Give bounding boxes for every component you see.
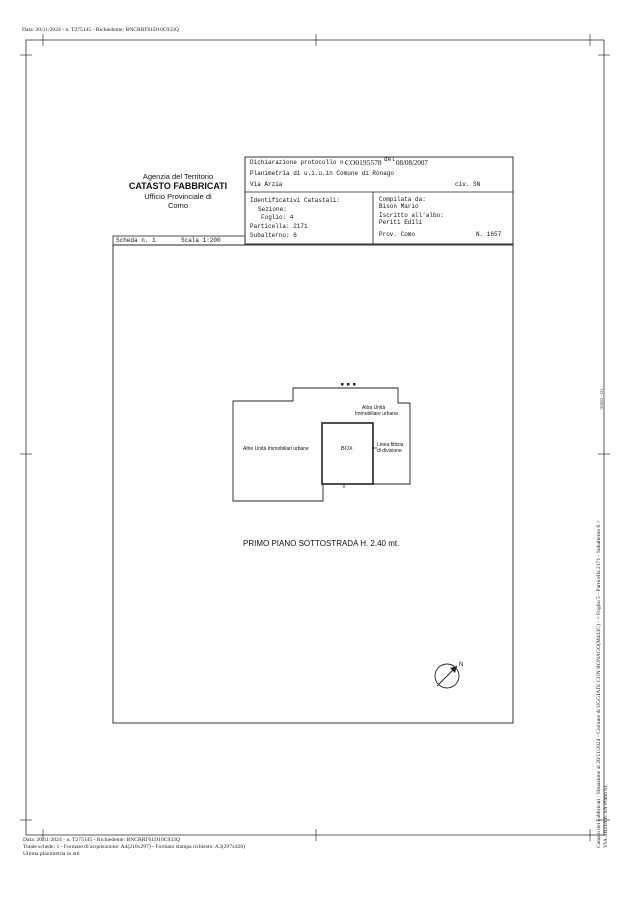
compilata-label: Compilata da: bbox=[379, 196, 426, 203]
side-stamp: 1630/01 - CO bbox=[600, 389, 604, 410]
label-division-line-2: di divisione bbox=[377, 448, 402, 454]
agency-block: Agenzia del Territorio CATASTO FABBRICAT… bbox=[118, 172, 238, 210]
top-meta-text: Data: 20/11/2024 - n. T275145 - Richiede… bbox=[22, 27, 179, 33]
date-label: del bbox=[384, 156, 395, 163]
label-box: BOX bbox=[341, 446, 353, 452]
agency-catasto: CATASTO FABBRICATI bbox=[128, 181, 228, 191]
agency-name: Agenzia del Territorio bbox=[142, 172, 214, 181]
iscritto-value: Periti Edili bbox=[379, 219, 423, 226]
iscritto-label: Iscritto all'albo: bbox=[379, 212, 444, 219]
foglio: Foglio: 4 bbox=[261, 214, 294, 221]
label-division-line-1: Linea fittizia bbox=[377, 442, 404, 448]
protocol-number: CO0195578 bbox=[345, 158, 382, 167]
scale: Scala 1:200 bbox=[181, 237, 221, 244]
plan-outline bbox=[232, 387, 411, 502]
civic-number: civ. SN bbox=[455, 181, 481, 188]
sezione: Sezione: bbox=[258, 206, 287, 213]
label-other-units-top-1: Altra Unità bbox=[362, 405, 386, 411]
particella: Particella: 2171 bbox=[250, 223, 308, 230]
address: Via Arzia bbox=[250, 181, 283, 188]
footer-line-3: Ultima planimetria in atti bbox=[23, 851, 80, 857]
planimetry-label: Planimetria di u.i.u.in Comune di Ronago bbox=[250, 170, 395, 177]
side-vertical-text-1: Catasto dei Fabbricati - Situazione al 2… bbox=[596, 520, 602, 848]
floor-caption: PRIMO PIANO SOTTOSTRADA H. 2.40 mt. bbox=[243, 539, 400, 548]
north-arrow bbox=[434, 663, 460, 689]
agency-city: Como bbox=[167, 201, 188, 210]
prov-number: N. 1657 bbox=[476, 231, 502, 238]
declaration-label: Dichiarazione protocollo n. bbox=[250, 159, 348, 166]
footer-line-1: Data: 20/11/2024 - n. T275145 - Richiede… bbox=[23, 837, 180, 843]
scheda-number: Scheda n. 1 bbox=[116, 237, 156, 244]
label-other-units-top-2: Immobiliare urbana bbox=[355, 411, 398, 417]
footer-line-2: Totale schede: 1 - Formato di acquisizio… bbox=[23, 844, 246, 850]
subalterno: Subalterno: 6 bbox=[250, 232, 297, 239]
north-label: N bbox=[459, 662, 464, 668]
label-other-units-left: Altre Unità Immobiliari urbane bbox=[243, 446, 309, 452]
side-vertical-text-2: VIA ARZIA n. SN Piano S1 bbox=[603, 784, 609, 848]
agency-office: Ufficio Provinciale di bbox=[144, 192, 212, 201]
ident-title: Identificativi Catastali: bbox=[250, 197, 341, 204]
date-value: 08/08/2007 bbox=[396, 159, 428, 167]
compilata-name: Bison Mario bbox=[379, 203, 419, 210]
box-room bbox=[321, 422, 374, 485]
prov-label: Prov. Como bbox=[379, 231, 416, 238]
